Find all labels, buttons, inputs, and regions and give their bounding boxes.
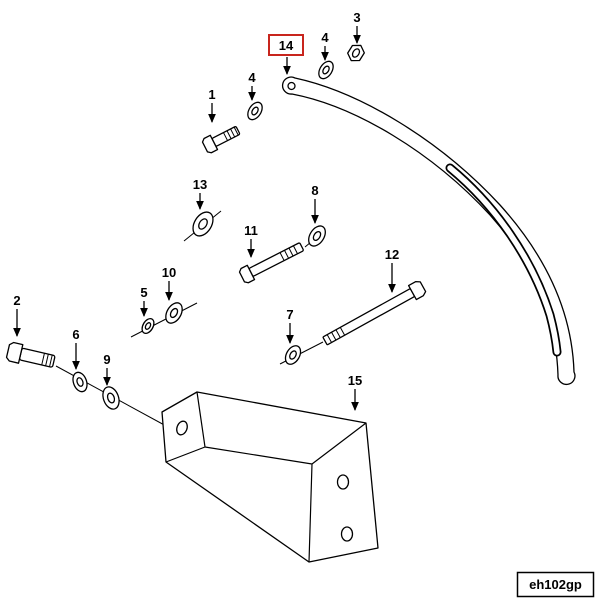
diagram-code-box: [516, 571, 595, 598]
part-washer-7: [284, 345, 302, 365]
callout-10-label: 10: [162, 265, 176, 280]
bolt-1-head: [201, 134, 219, 154]
part-washer-6: [72, 371, 88, 393]
callouts: 1 2 3 4 4 5 6 7: [13, 10, 399, 412]
callout-4-upper-label: 4: [321, 30, 329, 45]
part-washer-5: [141, 317, 155, 335]
part-bolt-11: [238, 242, 304, 284]
callout-10[interactable]: 10: [162, 265, 176, 302]
part-washer-9: [102, 386, 120, 410]
part-washer-4-upper: [318, 60, 334, 80]
axis-line-5-10: [130, 302, 198, 338]
callout-13[interactable]: 13: [193, 177, 207, 211]
callout-4-upper[interactable]: 4: [321, 30, 329, 62]
callout-2-label: 2: [13, 293, 20, 308]
callout-15-label: 15: [348, 373, 362, 388]
arm-eye-hole: [287, 81, 296, 91]
part-nut-3: [347, 44, 365, 62]
callout-11-label: 11: [244, 223, 258, 238]
callout-14-label: 14: [279, 38, 294, 53]
callout-8[interactable]: 8: [311, 183, 319, 225]
part-bolt-1: [201, 126, 241, 154]
callout-4-lower[interactable]: 4: [248, 70, 256, 102]
part-washer-10: [165, 302, 183, 324]
callout-7-label: 7: [286, 307, 293, 322]
callout-7[interactable]: 7: [286, 307, 294, 345]
part-arm-14: [281, 76, 576, 386]
bolt-11-head: [238, 264, 256, 284]
callout-3[interactable]: 3: [353, 10, 361, 45]
bracket-tab-hole: [176, 420, 188, 436]
part-washer-8: [308, 225, 326, 247]
bolt-12-head: [407, 280, 427, 301]
callout-3-label: 3: [353, 10, 360, 25]
part-bolt-12: [322, 280, 427, 346]
highlight-box: [268, 34, 304, 56]
callout-13-label: 13: [193, 177, 207, 192]
part-bracket-15: [161, 391, 379, 563]
callout-1-label: 1: [208, 87, 215, 102]
callout-12[interactable]: 12: [385, 247, 399, 294]
callout-9[interactable]: 9: [103, 352, 111, 387]
part-washer-13: [192, 211, 214, 237]
assembly-axis-lines: [55, 210, 324, 428]
bracket-face-hole-upper: [336, 474, 350, 490]
callout-4-lower-label: 4: [248, 70, 256, 85]
callout-5-label: 5: [140, 285, 147, 300]
callout-6[interactable]: 6: [72, 327, 80, 371]
callout-2[interactable]: 2: [13, 293, 21, 338]
callout-15[interactable]: 15: [348, 373, 362, 412]
bracket-face-hole-lower: [340, 526, 354, 542]
diagram-code-text: eh102gp: [529, 577, 582, 592]
part-bolt-2: [5, 341, 56, 368]
callout-5[interactable]: 5: [140, 285, 148, 318]
callout-9-label: 9: [103, 352, 110, 367]
bolt-2-head: [5, 341, 24, 364]
part-washer-4-lower: [247, 101, 263, 121]
diagram-code-badge: eh102gp: [516, 571, 595, 598]
callout-12-label: 12: [385, 247, 399, 262]
callout-1[interactable]: 1: [208, 87, 216, 124]
callout-6-label: 6: [72, 327, 79, 342]
callout-8-label: 8: [311, 183, 318, 198]
callout-14-highlighted[interactable]: 14: [268, 34, 304, 76]
callout-11[interactable]: 11: [244, 223, 258, 259]
